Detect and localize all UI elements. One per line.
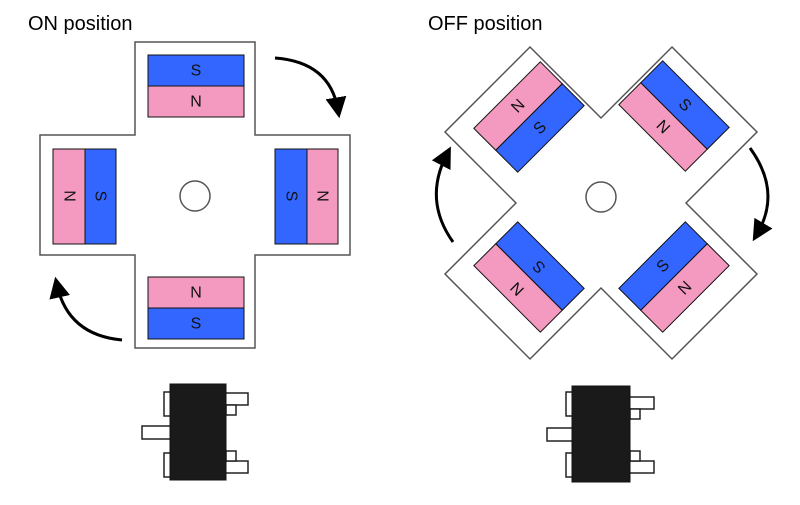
on-rotation-arrow-bottom-left	[49, 276, 123, 342]
on-magnet-bottom: N S	[147, 276, 245, 340]
off-position-panel: N S S N S N S N	[431, 45, 773, 361]
on-magnet-top: S N	[147, 54, 245, 118]
on-magnet-right-pole-a: S	[283, 191, 300, 202]
on-sensor-chip	[141, 383, 249, 481]
on-position-title: ON position	[28, 13, 133, 35]
on-position-panel: S N N S N S S N	[39, 41, 351, 349]
on-magnet-bottom-pole-a: N	[190, 285, 202, 302]
on-magnet-top-pole-a: S	[191, 63, 202, 80]
off-magnet-top-right: S N	[618, 60, 730, 172]
off-pivot-hole	[585, 181, 617, 213]
off-rotation-arrow-right	[748, 147, 773, 242]
on-pivot-hole	[179, 180, 211, 212]
off-magnet-bottom-right: S N	[618, 221, 730, 333]
on-magnet-left-pole-a: N	[61, 190, 78, 202]
on-magnet-top-pole-b: N	[190, 94, 202, 111]
off-magnet-top-left: N S	[473, 61, 585, 173]
on-rotation-arrow-top-right	[274, 56, 347, 119]
on-magnet-right-pole-b: N	[314, 190, 331, 202]
off-magnet-bottom-left: S N	[473, 221, 585, 333]
on-magnet-left: N S	[52, 148, 117, 245]
on-magnet-right: S N	[274, 148, 339, 245]
on-magnet-bottom-pole-b: S	[191, 316, 202, 333]
on-magnet-left-pole-b: S	[92, 191, 109, 202]
off-rotation-arrow-left	[431, 146, 455, 243]
off-sensor-chip	[546, 385, 655, 483]
off-position-title: OFF position	[428, 13, 542, 35]
